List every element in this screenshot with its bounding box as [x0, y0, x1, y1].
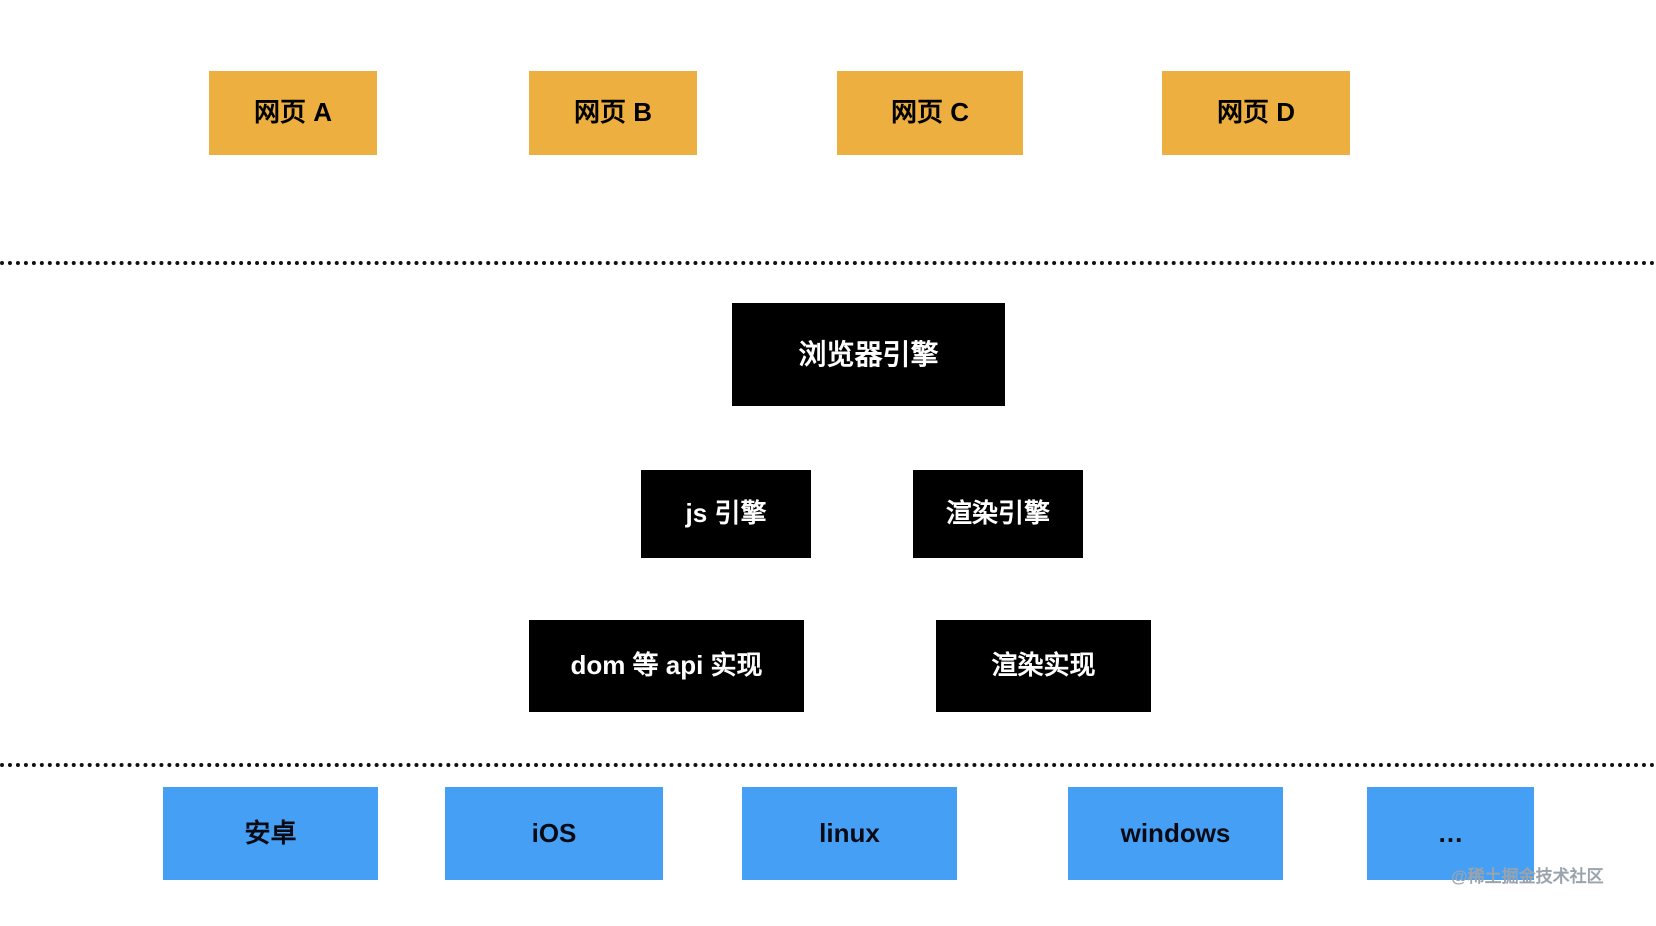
os-box-android-label: 安卓 — [244, 817, 297, 848]
render-impl-box[interactable]: 渲染实现 — [936, 620, 1151, 712]
os-box-ios-label: iOS — [531, 817, 577, 848]
divider-pages-engine — [0, 261, 1656, 265]
os-box-ios[interactable]: iOS — [445, 787, 663, 880]
page-box-c-label: 网页 C — [890, 97, 969, 128]
os-box-windows-label: windows — [1120, 817, 1231, 848]
os-box-more-label: … — [1437, 817, 1464, 848]
js-engine-label: js 引擎 — [685, 498, 767, 529]
os-box-more[interactable]: … — [1367, 787, 1534, 880]
dom-api-impl-box[interactable]: dom 等 api 实现 — [529, 620, 804, 712]
os-box-linux[interactable]: linux — [742, 787, 957, 880]
dom-api-impl-label: dom 等 api 实现 — [570, 650, 763, 681]
divider-engine-os — [0, 763, 1656, 767]
os-box-android[interactable]: 安卓 — [163, 787, 378, 880]
js-engine-box[interactable]: js 引擎 — [641, 470, 811, 558]
page-box-b-label: 网页 B — [573, 97, 652, 128]
render-engine-label: 渲染引擎 — [945, 498, 1050, 529]
os-box-windows[interactable]: windows — [1068, 787, 1283, 880]
browser-engine-box[interactable]: 浏览器引擎 — [732, 303, 1005, 406]
os-box-linux-label: linux — [819, 817, 880, 848]
render-engine-box[interactable]: 渲染引擎 — [913, 470, 1083, 558]
watermark: @稀土掘金技术社区 — [1451, 867, 1604, 886]
render-impl-label: 渲染实现 — [991, 650, 1096, 681]
page-box-b[interactable]: 网页 B — [529, 71, 697, 155]
page-box-c[interactable]: 网页 C — [837, 71, 1023, 155]
page-box-a-label: 网页 A — [253, 97, 332, 128]
page-box-a[interactable]: 网页 A — [209, 71, 377, 155]
page-box-d[interactable]: 网页 D — [1162, 71, 1350, 155]
page-box-d-label: 网页 D — [1216, 97, 1295, 128]
browser-engine-label: 浏览器引擎 — [798, 338, 939, 370]
